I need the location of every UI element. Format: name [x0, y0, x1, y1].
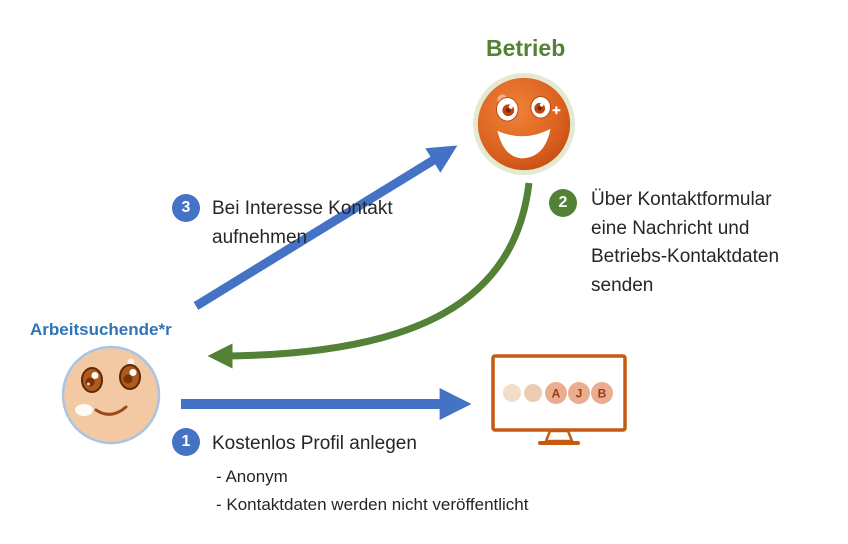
step-1-bullet-anonym: - Anonym — [216, 467, 288, 486]
profile-dot — [524, 384, 542, 402]
step-3-label: Bei Interesse Kontakt aufnehmen — [212, 198, 393, 248]
step-1-bullet-contact-data: - Kontaktdaten werden nicht veröffentlic… — [216, 495, 529, 515]
jobseeker-label: Arbeitsuchende*r — [30, 320, 172, 339]
monitor-stand — [544, 429, 574, 443]
step-1-badge: 1 — [172, 428, 200, 456]
step-2-badge: 2 — [549, 189, 577, 217]
profile-letter-circle — [591, 382, 613, 404]
jobseeker-face-icon — [61, 345, 161, 445]
profile-letter-b: B — [598, 387, 607, 401]
profile-letter-circle — [568, 382, 590, 404]
profile-letter-j: J — [576, 387, 583, 401]
company-label: Betrieb — [486, 35, 566, 61]
step-1-bullets: - Anonym - Kontaktdaten werden nicht ver… — [216, 463, 528, 519]
step-1-label: Kostenlos Profil anlegen — [212, 433, 417, 454]
sparkle-icon — [552, 106, 561, 115]
profile-letter-circle — [545, 382, 567, 404]
company-face-icon — [472, 72, 576, 176]
step-2-label: Über Kontaktformular eine Nachricht und … — [591, 189, 780, 296]
profile-letter-a: A — [552, 387, 561, 401]
step-3-badge: 3 — [172, 194, 200, 222]
monitor-base — [538, 441, 580, 445]
profile-dot — [503, 384, 521, 402]
jobseeker-face-head — [61, 345, 161, 445]
monitor-icon: A J B — [491, 354, 627, 445]
